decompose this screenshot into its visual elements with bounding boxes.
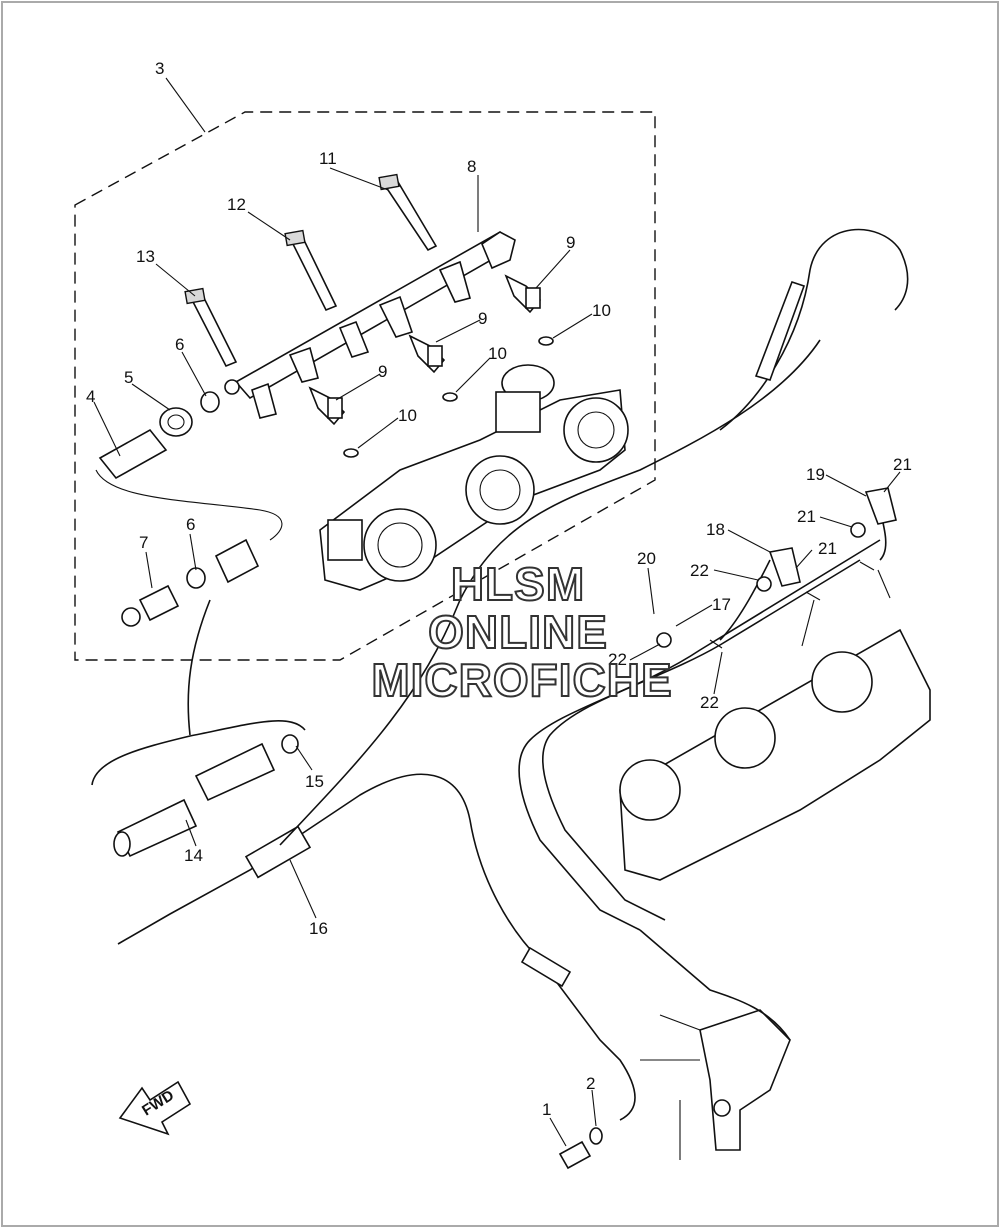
callout-15: 17: [712, 595, 731, 614]
leader-lines: [93, 77, 901, 1147]
callout-17: 19: [806, 465, 825, 484]
callout-9-mid: 9: [478, 309, 487, 328]
fwd-arrow: FWD: [118, 1080, 192, 1136]
bolt-group: [184, 173, 438, 368]
callout-10-top: 10: [592, 301, 611, 320]
watermark-line1: HLSM: [451, 558, 585, 610]
fittings: [656, 487, 897, 649]
pump-cable: [469, 819, 636, 1121]
watermark: HLSM ONLINE MICROFICHE: [370, 557, 672, 707]
callout-8: 8: [467, 157, 476, 176]
callout-11-mid: 12: [227, 195, 246, 214]
callout-labels: 3 8 11 12 13 9 9 9 10 10 10 4 5 6 6 7 15…: [86, 59, 912, 1119]
oil-pump: [558, 1009, 791, 1170]
callout-1: 1: [542, 1100, 551, 1119]
callout-21-right: 21: [797, 507, 816, 526]
callout-6-low: 6: [186, 515, 195, 534]
sleeve-detail: [113, 734, 299, 858]
callout-11-top: 11: [319, 149, 337, 168]
valve-assembly: [121, 538, 260, 627]
callout-11-low: 13: [136, 247, 155, 266]
detail-bracket: [91, 720, 306, 786]
detail-leader: [187, 599, 211, 736]
engine-block: [619, 628, 931, 881]
throttle-body: [319, 364, 629, 591]
callout-9-low: 9: [378, 362, 387, 381]
callout-14: 16: [309, 919, 328, 938]
callout-5: 5: [124, 368, 133, 387]
callout-21-mid: 22: [690, 561, 709, 580]
callout-9-top: 9: [566, 233, 575, 252]
callout-19: 21: [818, 539, 837, 558]
intake-hose: [95, 391, 283, 541]
callout-7: 7: [139, 533, 148, 552]
callout-12: 14: [184, 846, 203, 865]
callout-4: 4: [86, 387, 95, 406]
callout-16: 18: [706, 520, 725, 539]
watermark-line2: ONLINE: [428, 606, 608, 658]
injector-group: [308, 274, 542, 426]
callout-2: 2: [586, 1074, 595, 1093]
o-ring-group: [343, 336, 554, 458]
callout-10-mid: 10: [488, 344, 507, 363]
callout-3: 3: [155, 59, 164, 78]
callout-18: 20: [637, 549, 656, 568]
callout-6-top: 6: [175, 335, 184, 354]
callout-22-left: 22: [700, 693, 719, 712]
callout-21-left: 22: [608, 650, 627, 669]
fuel-rail: [224, 230, 516, 419]
watermark-line3: MICROFICHE: [371, 654, 672, 706]
callout-13: 15: [305, 772, 324, 791]
callout-10-low: 10: [398, 406, 417, 425]
callout-20: 21: [893, 455, 912, 474]
throttle-cable: [117, 228, 909, 945]
assembly-boundary: [74, 111, 656, 661]
